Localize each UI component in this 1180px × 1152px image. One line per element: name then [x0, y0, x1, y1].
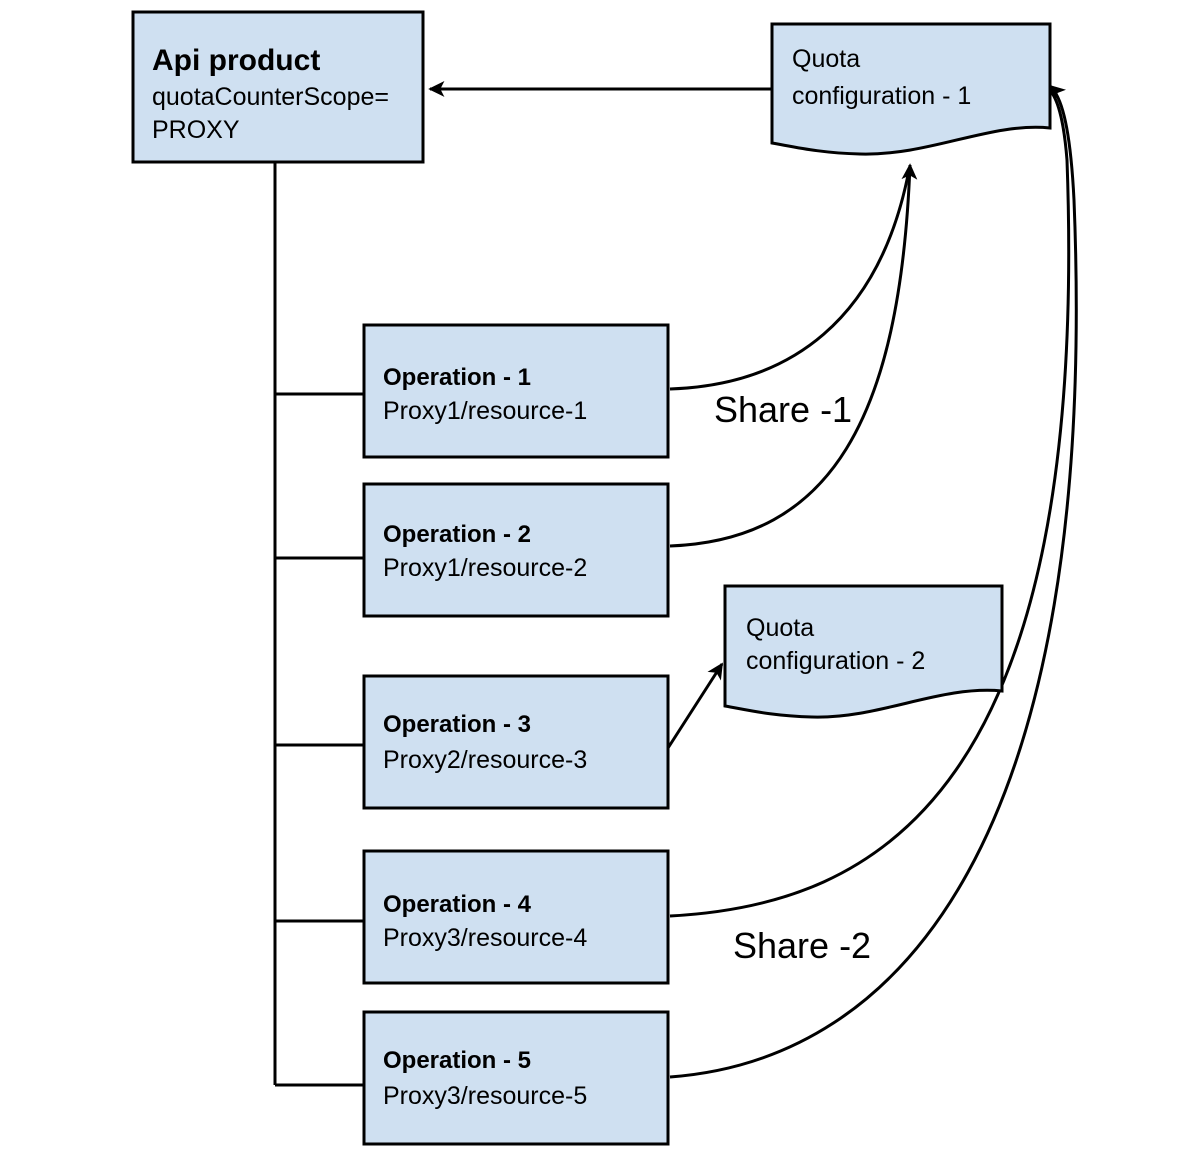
operation-4-box-border — [362, 849, 670, 985]
operation-1-box — [364, 325, 668, 457]
operation-4-box — [364, 851, 668, 983]
quota-config-1-shape — [772, 24, 1050, 155]
operation-3-title: Operation - 3 — [383, 711, 531, 738]
tree-connector-api-product-to-operations — [273, 162, 366, 1087]
node-operation-1[interactable]: Operation - 1 Proxy1/resource-1 — [362, 323, 670, 459]
quota-config-2-shape-border — [723, 584, 1004, 719]
quota-config-1-line1: Quota — [792, 45, 860, 73]
api-product-box-border — [131, 10, 425, 164]
quota-config-2-line1: Quota — [746, 614, 814, 642]
node-operation-3[interactable]: Operation - 3 Proxy2/resource-3 — [362, 674, 670, 810]
operation-2-box — [364, 484, 668, 616]
edge-operation-4-to-quota-config-1 — [669, 86, 1071, 918]
operation-1-title: Operation - 1 — [383, 364, 531, 391]
edge-label-share-2: Share -2 — [733, 925, 871, 966]
node-api-product[interactable]: Api product quotaCounterScope= PROXY — [131, 10, 425, 164]
operation-2-box-border — [362, 482, 670, 618]
operation-5-box — [364, 1012, 668, 1144]
node-quota-config-1[interactable]: Quota configuration - 1 — [770, 22, 1052, 156]
edge-label-share-1: Share -1 — [714, 389, 852, 430]
edge-operation-5-to-quota-config-1 — [669, 84, 1078, 1079]
quota-config-2-line2: configuration - 2 — [746, 647, 925, 675]
operation-5-title: Operation - 5 — [383, 1047, 531, 1074]
operation-5-subtitle: Proxy3/resource-5 — [383, 1082, 587, 1110]
operation-2-title: Operation - 2 — [383, 521, 531, 548]
api-product-title: Api product — [152, 44, 320, 77]
quota-config-1-shape-border — [770, 22, 1052, 156]
edge-operation-1-to-quota-config-1 — [669, 169, 911, 391]
operation-3-box — [364, 676, 668, 808]
operation-1-subtitle: Proxy1/resource-1 — [383, 397, 587, 425]
operation-2-subtitle: Proxy1/resource-2 — [383, 554, 587, 582]
operation-3-box-border — [362, 674, 670, 810]
operation-1-box-border — [362, 323, 670, 459]
operation-4-subtitle: Proxy3/resource-4 — [383, 924, 587, 952]
node-operation-4[interactable]: Operation - 4 Proxy3/resource-4 — [362, 849, 670, 985]
node-operation-2[interactable]: Operation - 2 Proxy1/resource-2 — [362, 482, 670, 618]
edge-operation-2-to-quota-config-1 — [669, 163, 918, 548]
node-operation-5[interactable]: Operation - 5 Proxy3/resource-5 — [362, 1010, 670, 1146]
operation-3-subtitle: Proxy2/resource-3 — [383, 746, 587, 774]
api-product-line2: quotaCounterScope= — [152, 83, 389, 111]
api-product-box — [133, 12, 423, 162]
node-quota-config-2[interactable]: Quota configuration - 2 — [723, 584, 1004, 719]
operation-4-title: Operation - 4 — [383, 891, 532, 918]
edge-operation-3-to-quota-config-2 — [666, 662, 724, 749]
operation-5-box-border — [362, 1010, 670, 1146]
quota-config-1-line2: configuration - 1 — [792, 82, 971, 110]
quota-config-2-shape — [725, 586, 1002, 718]
api-product-line3: PROXY — [152, 116, 240, 144]
